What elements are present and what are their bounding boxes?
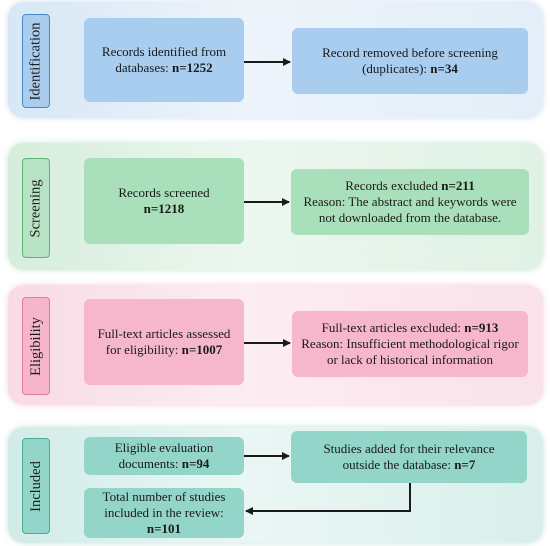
stage-label-identification-text: Identification xyxy=(27,21,44,101)
records-excluded-line1: Records excluded n=211 xyxy=(345,178,475,193)
eligible-docs-line1: Eligible evaluation xyxy=(114,440,214,455)
stage-label-screening: Screening xyxy=(22,158,50,258)
records-removed-line2: (duplicates): n=34 xyxy=(362,61,458,76)
studies-added-line1: Studies added for their relevance xyxy=(323,441,495,456)
stage-label-screening-text: Screening xyxy=(27,179,44,237)
records-screened-line2: n=1218 xyxy=(143,201,185,216)
total-studies-box: Total number of studies included in the … xyxy=(84,488,244,538)
records-excluded-line2: Reason: The abstract and keywords were xyxy=(303,194,517,209)
fulltext-assessed-line1: Full-text articles assessed xyxy=(97,326,231,341)
eligible-docs-line2: documents: n=94 xyxy=(118,456,210,471)
fulltext-excluded-line1: Full-text articles excluded: n=913 xyxy=(321,320,499,335)
total-studies-line2: included in the review: xyxy=(104,505,224,520)
records-identified-line1: Records identified from xyxy=(101,44,227,59)
records-identified-line2: databases: n=1252 xyxy=(115,60,213,75)
stage-label-eligibility-text: Eligibility xyxy=(27,316,44,376)
total-studies-line1: Total number of studies xyxy=(102,489,226,504)
eligible-docs-box: Eligible evaluation documents: n=94 xyxy=(84,437,244,475)
records-removed-box: Record removed before screening (duplica… xyxy=(292,28,528,94)
studies-added-box: Studies added for their relevance outsid… xyxy=(291,431,527,483)
fulltext-assessed-line2: for eligibility: n=1007 xyxy=(105,342,223,357)
records-removed-line1: Record removed before screening xyxy=(322,45,498,60)
total-studies-line3: n=101 xyxy=(146,521,182,536)
records-excluded-line3: not downloaded from the database. xyxy=(318,210,502,225)
records-screened-box: Records screened n=1218 xyxy=(84,158,244,244)
records-identified-box: Records identified from databases: n=125… xyxy=(84,18,244,102)
fulltext-excluded-line2: Reason: Insufficient methodological rigo… xyxy=(301,336,519,351)
records-excluded-box: Records excluded n=211 Reason: The abstr… xyxy=(291,169,529,235)
records-screened-line1: Records screened xyxy=(118,185,210,200)
stage-label-included: Included xyxy=(22,438,50,534)
stage-label-identification: Identification xyxy=(22,14,50,108)
stage-label-eligibility: Eligibility xyxy=(22,297,50,395)
stage-label-included-text: Included xyxy=(27,460,44,512)
studies-added-line2: outside the database: n=7 xyxy=(342,457,476,472)
fulltext-excluded-box: Full-text articles excluded: n=913 Reaso… xyxy=(292,311,528,377)
fulltext-assessed-box: Full-text articles assessed for eligibil… xyxy=(84,299,244,385)
fulltext-excluded-line3: or lack of historical information xyxy=(326,352,494,367)
